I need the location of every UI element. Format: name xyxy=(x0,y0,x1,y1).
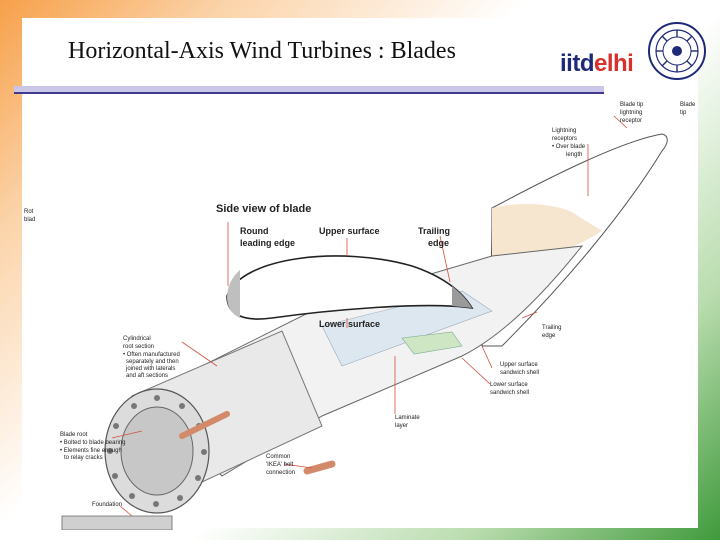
label-cylindrical-6: and aft sections xyxy=(126,373,168,379)
title-underline-dark xyxy=(14,92,604,94)
label-cylindrical-5: joined with laterals xyxy=(125,366,175,372)
label-laminate-1: Laminate xyxy=(395,415,420,421)
label-blade-tip-1: Blade xyxy=(680,102,696,108)
trailing-edge-fill xyxy=(452,286,472,308)
label-tip-receptor-2: lightning xyxy=(620,110,642,116)
root-bolt xyxy=(179,411,230,439)
label-foundation: Foundation xyxy=(92,502,122,508)
laminate-panel xyxy=(401,331,463,355)
label-cylindrical-4: separately and then xyxy=(126,359,179,365)
label-lightning-3: • Over blade xyxy=(552,144,586,150)
label-trailing-edge-1: Trailing xyxy=(418,226,450,236)
leading-edge-fill xyxy=(227,270,240,318)
logo-text-part2: elhi xyxy=(594,50,634,77)
label-lower-shell-2: sandwich shell xyxy=(490,390,529,396)
label-upper-shell-2: sandwich shell xyxy=(500,370,539,376)
label-left-clip-1: Rot xyxy=(24,209,34,215)
label-bolt-3: connection xyxy=(266,470,295,476)
blade-diagram: Side view of blade Round leading edge Up… xyxy=(24,102,696,530)
leader-lines xyxy=(111,115,628,517)
label-lightning-2: receptors xyxy=(552,136,577,142)
logo-text-part1: iitd xyxy=(560,50,595,77)
foundation-block xyxy=(61,515,173,530)
title-underline xyxy=(14,86,604,92)
label-upper-surface: Upper surface xyxy=(319,226,380,236)
label-trailing-edge-2: edge xyxy=(428,238,449,248)
label-tip-receptor-1: Blade tip xyxy=(620,102,644,108)
label-cylindrical-3: • Often manufactured xyxy=(123,352,180,358)
label-upper-shell-1: Upper surface xyxy=(500,362,538,368)
label-bolt-2: 'IKEA' bolt xyxy=(266,462,294,468)
label-trailing-r-1: Trailing xyxy=(542,325,561,331)
iitd-logo: iitdelhi xyxy=(560,50,634,78)
blade-root-inner xyxy=(120,406,194,496)
label-blade-root-3: • Elements fine enough xyxy=(60,448,122,454)
label-blade-root-1: Blade root xyxy=(60,432,88,438)
label-cylindrical-2: root section xyxy=(123,344,154,350)
label-blade-tip-2: tip xyxy=(680,110,687,116)
slide-title: Horizontal-Axis Wind Turbines : Blades xyxy=(68,38,456,64)
label-tip-receptor-3: receptor xyxy=(620,118,642,124)
label-bolt-1: Common xyxy=(266,454,290,460)
label-lower-surface: Lower surface xyxy=(319,319,380,329)
label-trailing-r-2: edge xyxy=(542,333,556,339)
label-laminate-2: layer xyxy=(395,423,408,429)
institute-seal-icon xyxy=(648,22,706,80)
label-blade-root-2: • Bolted to blade bearing xyxy=(60,440,125,446)
ikea-bolt xyxy=(303,460,336,475)
label-blade-root-4: to relay cracks xyxy=(64,455,103,461)
diagram-heading: Side view of blade xyxy=(216,203,311,215)
label-lower-shell-1: Lower surface xyxy=(490,382,528,388)
label-lightning-4: length xyxy=(566,152,582,158)
label-lightning-1: Lightning xyxy=(552,128,576,134)
label-cylindrical-1: Cylindrical xyxy=(123,336,151,342)
label-round-leading-2: leading edge xyxy=(240,238,295,248)
root-bolt-holes xyxy=(107,395,207,507)
label-left-clip-2: blad xyxy=(24,217,35,223)
label-round-leading-1: Round xyxy=(240,226,269,236)
